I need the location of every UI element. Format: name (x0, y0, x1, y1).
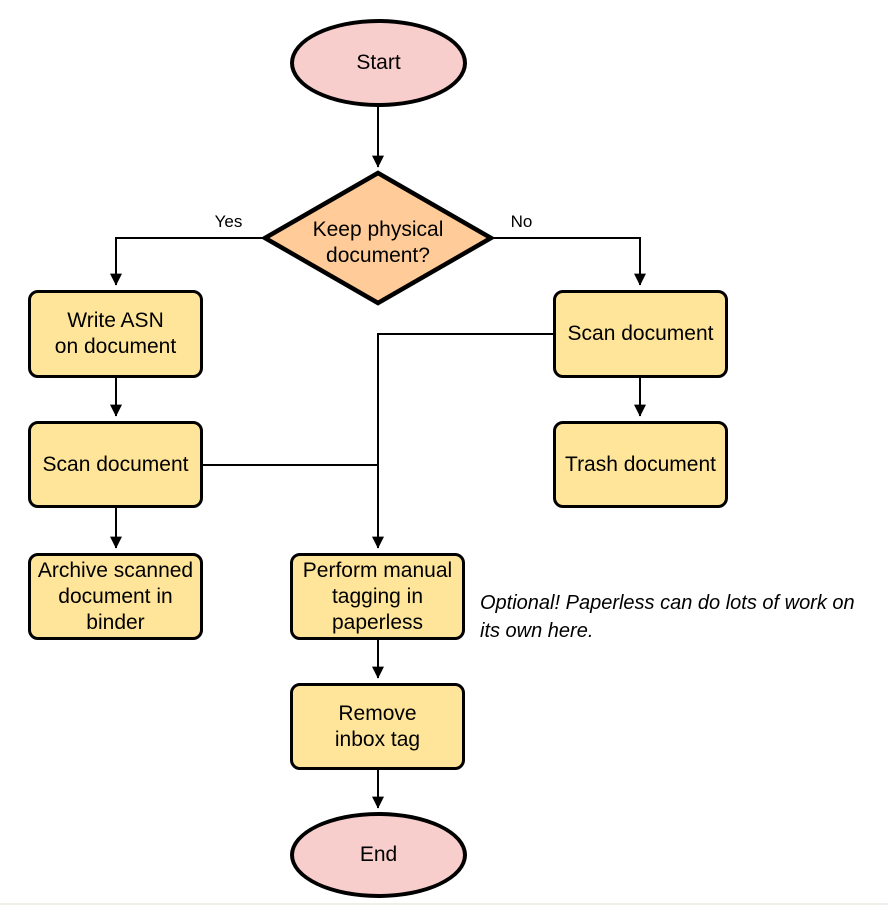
optional-note: Optional! Paperless can do lots of work … (480, 589, 880, 645)
edge-label-yes: Yes (214, 212, 243, 231)
node-manual-tagging: Perform manual tagging in paperless (290, 553, 465, 640)
node-label-line: Start (356, 51, 401, 74)
edge-decision-no-to-scan-right (491, 237, 646, 286)
node-label-line: Write ASN (67, 309, 164, 332)
node-label-line: tagging in (331, 584, 424, 608)
node-decision-label: Keep physical document? (266, 217, 490, 269)
node-trash-document: Trash document (553, 421, 728, 508)
node-label-line: Scan document (567, 322, 714, 345)
node-label-line: inbox tag (334, 727, 421, 751)
note-line: Optional! Paperless can do lots of work … (480, 592, 855, 614)
node-label-line: Trash document (565, 452, 716, 476)
node-label-line: binder (86, 610, 145, 634)
node-start: Start (290, 19, 467, 107)
node-label-line: document in (58, 584, 173, 608)
page-bottom-edge (0, 903, 888, 905)
note-line: its own here. (480, 620, 594, 642)
node-remove-inbox-tag: Remove inbox tag (290, 683, 465, 770)
node-label-line: on document (54, 335, 177, 358)
node-end: End (290, 812, 467, 898)
node-label-line: Perform manual (302, 558, 453, 582)
node-label-line: Keep physical (312, 218, 444, 241)
decision-diamond-shape (260, 170, 496, 306)
node-scan-document-left: Scan document (28, 421, 203, 508)
edge-decision-yes-to-write-asn (110, 237, 265, 286)
node-label-line: End (359, 843, 398, 866)
node-label-line: document? (326, 244, 430, 267)
edge-label-no: No (510, 212, 533, 231)
node-label-line: Archive scanned (37, 558, 194, 582)
node-label-line: paperless (331, 610, 424, 634)
node-scan-document-right: Scan document (553, 290, 728, 378)
node-archive-in-binder: Archive scanned document in binder (28, 553, 203, 640)
edge-scan-right-to-tagging (372, 333, 553, 549)
node-label-line: Scan document (42, 452, 189, 476)
node-label-line: Remove (338, 701, 417, 725)
node-write-asn: Write ASN on document (28, 290, 203, 378)
